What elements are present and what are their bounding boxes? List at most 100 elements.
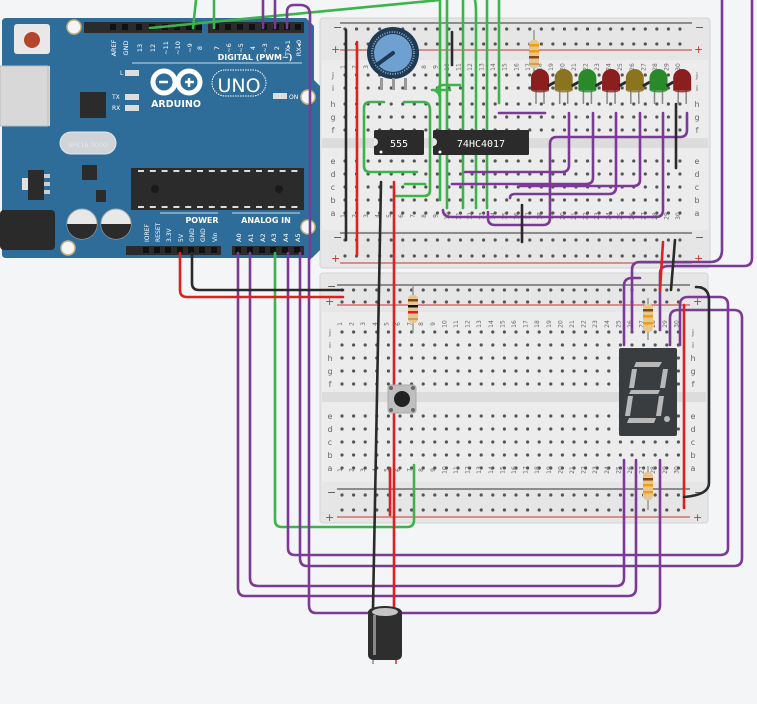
breadboard-hole[interactable] (352, 356, 356, 360)
rail-hole[interactable] (468, 288, 472, 292)
breadboard-hole[interactable] (572, 466, 576, 470)
breadboard-hole[interactable] (468, 427, 472, 431)
breadboard-hole[interactable] (366, 115, 370, 119)
rail-hole[interactable] (516, 254, 520, 258)
rail-hole[interactable] (378, 27, 382, 31)
rail-hole[interactable] (609, 42, 613, 46)
breadboard-hole[interactable] (421, 414, 425, 418)
breadboard-hole[interactable] (340, 427, 344, 431)
led-red[interactable] (673, 69, 692, 104)
wire[interactable] (518, 111, 642, 188)
breadboard-hole[interactable] (398, 330, 402, 334)
breadboard-hole[interactable] (574, 86, 578, 90)
breadboard-hole[interactable] (630, 343, 634, 347)
breadboard-hole[interactable] (584, 330, 588, 334)
breadboard-hole[interactable] (574, 172, 578, 176)
breadboard-hole[interactable] (643, 73, 647, 77)
breadboard-hole[interactable] (435, 172, 439, 176)
breadboard-hole[interactable] (597, 198, 601, 202)
breadboard-hole[interactable] (505, 102, 509, 106)
rail-hole[interactable] (421, 300, 425, 304)
breadboard-hole[interactable] (456, 414, 460, 418)
breadboard-hole[interactable] (340, 453, 344, 457)
rail-hole[interactable] (444, 300, 448, 304)
rail-hole[interactable] (609, 238, 613, 242)
breadboard-hole[interactable] (595, 369, 599, 373)
breadboard-hole[interactable] (609, 172, 613, 176)
rail-hole[interactable] (401, 238, 405, 242)
breadboard-hole[interactable] (655, 128, 659, 132)
rail-hole[interactable] (458, 27, 463, 31)
breadboard-hole[interactable] (424, 86, 428, 90)
wire[interactable] (450, 111, 595, 186)
rail-hole[interactable] (398, 508, 402, 512)
breadboard-hole[interactable] (470, 73, 474, 77)
breadboard-hole[interactable] (574, 73, 578, 77)
rail-hole[interactable] (410, 508, 414, 512)
wire[interactable] (178, 251, 345, 299)
rail-hole[interactable] (505, 238, 509, 242)
rail-hole[interactable] (516, 42, 520, 46)
breadboard-hole[interactable] (607, 330, 611, 334)
breadboard-hole[interactable] (386, 343, 390, 347)
rail-hole[interactable] (514, 493, 518, 497)
breadboard-hole[interactable] (630, 466, 634, 470)
potentiometer[interactable] (367, 27, 419, 90)
breadboard-hole[interactable] (549, 369, 553, 373)
breadboard-hole[interactable] (678, 102, 682, 106)
rail-hole[interactable] (678, 254, 682, 258)
breadboard-hole[interactable] (618, 343, 623, 347)
breadboard-hole[interactable] (352, 343, 356, 347)
digital-pin-socket[interactable] (110, 24, 116, 30)
breadboard-hole[interactable] (482, 185, 486, 189)
breadboard-hole[interactable] (398, 356, 402, 360)
wire[interactable] (463, 111, 571, 174)
breadboard-hole[interactable] (607, 440, 611, 444)
breadboard-hole[interactable] (665, 440, 669, 444)
breadboard-hole[interactable] (678, 128, 682, 132)
breadboard-hole[interactable] (572, 427, 576, 431)
breadboard-hole[interactable] (562, 211, 567, 215)
rail-hole[interactable] (435, 27, 439, 31)
breadboard-hole[interactable] (584, 356, 588, 360)
rail-hole[interactable] (468, 300, 472, 304)
breadboard-hole[interactable] (468, 343, 472, 347)
digital-pin-socket[interactable] (196, 24, 202, 30)
breadboard-hole[interactable] (551, 159, 555, 163)
power-pin-socket[interactable] (143, 247, 149, 253)
breadboard-hole[interactable] (505, 115, 509, 119)
breadboard-hole[interactable] (678, 211, 682, 215)
rail-hole[interactable] (642, 288, 646, 292)
breadboard-hole[interactable] (560, 330, 565, 334)
rail-hole[interactable] (584, 508, 588, 512)
breadboard-hole[interactable] (479, 427, 483, 431)
breadboard-hole[interactable] (632, 172, 636, 176)
breadboard-hole[interactable] (410, 414, 414, 418)
rail-hole[interactable] (516, 238, 520, 242)
wire[interactable] (191, 0, 198, 30)
breadboard-hole[interactable] (410, 440, 414, 444)
breadboard-hole[interactable] (597, 128, 601, 132)
breadboard-hole[interactable] (444, 466, 448, 470)
breadboard-hole[interactable] (537, 330, 541, 334)
rail-hole[interactable] (653, 300, 657, 304)
breadboard-hole[interactable] (516, 73, 520, 77)
rail-hole[interactable] (340, 493, 344, 497)
rail-hole[interactable] (643, 42, 647, 46)
breadboard-hole[interactable] (468, 466, 472, 470)
wire[interactable] (298, 251, 744, 568)
breadboard-hole[interactable] (401, 86, 405, 90)
breadboard-hole[interactable] (444, 330, 448, 334)
breadboard-hole[interactable] (528, 102, 532, 106)
breadboard-hole[interactable] (585, 172, 590, 176)
rail-hole[interactable] (560, 300, 565, 304)
rail-hole[interactable] (574, 27, 578, 31)
breadboard-hole[interactable] (505, 86, 509, 90)
rail-hole[interactable] (479, 508, 483, 512)
breadboard-hole[interactable] (609, 115, 613, 119)
breadboard-hole[interactable] (666, 211, 671, 215)
breadboard-hole[interactable] (447, 211, 451, 215)
rail-hole[interactable] (676, 288, 681, 292)
rail-hole[interactable] (424, 42, 428, 46)
breadboard-hole[interactable] (456, 343, 460, 347)
